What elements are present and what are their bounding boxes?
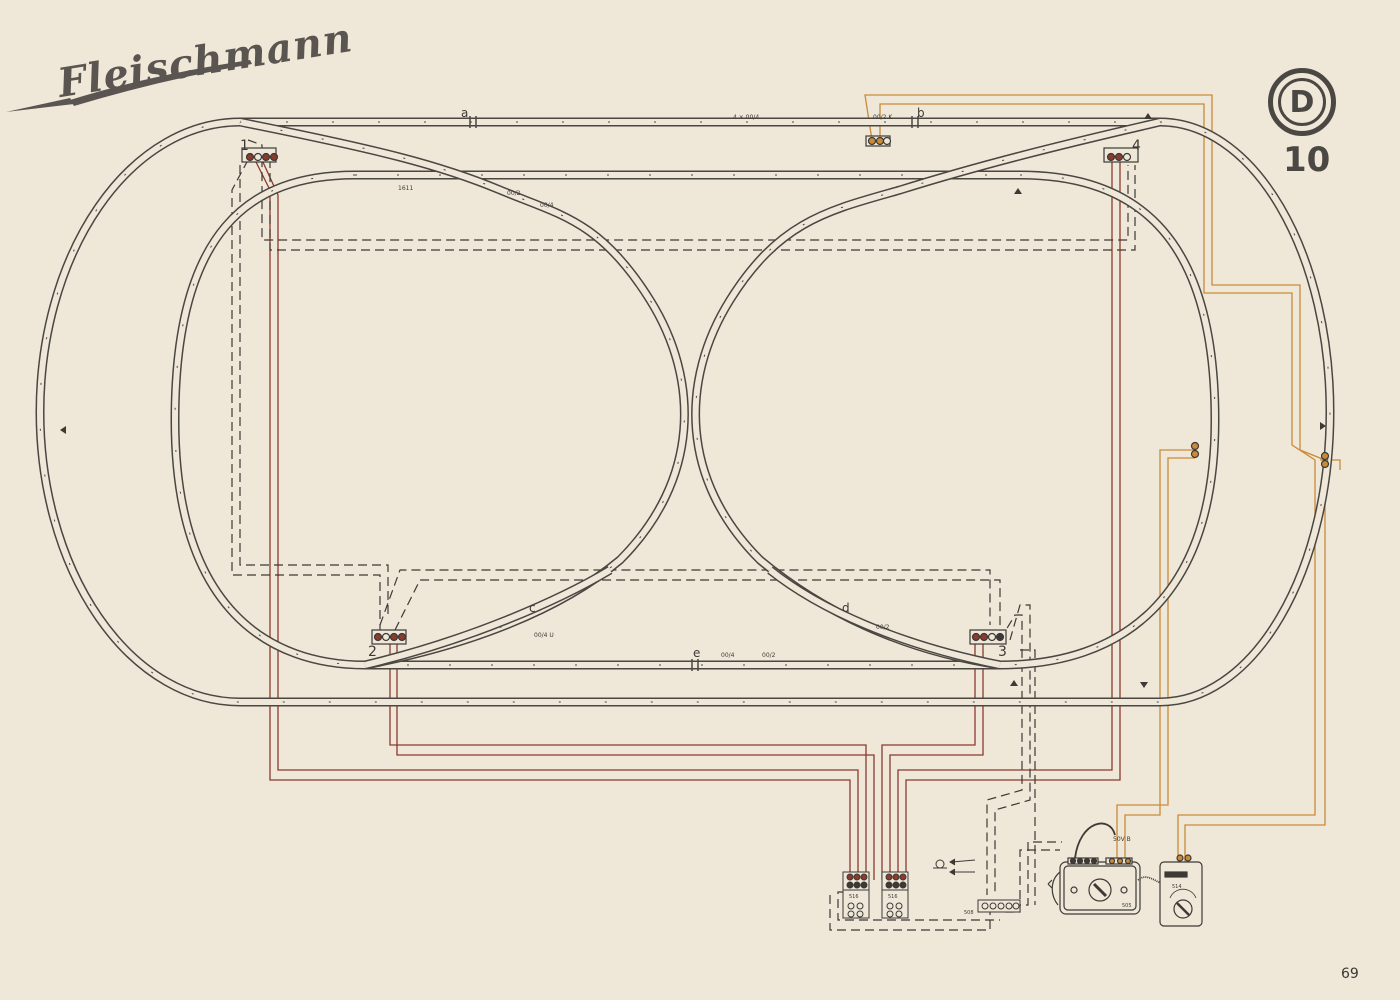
brand-swoosh-icon — [6, 60, 252, 112]
wiring-brown — [254, 159, 1121, 880]
outer-loop-track — [35, 117, 1335, 707]
left-figure-eight-loop — [170, 117, 689, 670]
turnout-1-connector — [241, 147, 279, 163]
transformer-code: 505 — [1122, 903, 1132, 909]
arrow-left-icon — [60, 426, 66, 434]
arrow-top-right-icon — [1144, 113, 1152, 119]
transformer-output-label: 50V B — [1113, 836, 1131, 843]
arrow-bottom-inner-icon — [1010, 680, 1018, 686]
distribution-strip: 508 — [964, 899, 1021, 916]
turnout-label-3: 3 — [998, 644, 1007, 660]
diagram-labels: a b c d e 1 2 3 4 4 × 00/4 00/2 K 1611 0… — [240, 106, 1141, 660]
track-code-d-002: 00/2 — [876, 624, 890, 631]
section-label-b: b — [917, 106, 925, 120]
wiring-orange — [864, 94, 1341, 862]
page-number: 69 — [1341, 966, 1359, 982]
control-panel-area: 516 516 — [842, 822, 1203, 927]
turnout-4-connector — [1103, 147, 1139, 163]
speed-controller: 514 — [1159, 854, 1203, 927]
switch-box-left: 516 — [842, 871, 870, 919]
arrow-inner-top-icon — [1014, 188, 1022, 194]
speed-controller-code: 514 — [1172, 884, 1182, 890]
section-label-a: a — [461, 106, 468, 120]
turnout-label-4: 4 — [1132, 138, 1141, 154]
arrow-bottom-right-icon — [1140, 682, 1148, 688]
turnout-2-connector — [371, 629, 407, 645]
switch-box-right: 516 — [881, 871, 909, 919]
track-code-c-004u: 00/4 U — [534, 632, 554, 639]
lamp-icon — [933, 858, 976, 876]
turnout-3-connector — [969, 629, 1007, 645]
track-code-diag-002: 00/2 — [507, 190, 521, 197]
section-label-c: c — [529, 601, 536, 615]
track-code-bottom-004: 00/4 — [721, 652, 735, 659]
feeder-top-connector — [865, 135, 892, 147]
track-code-diag-004: 00/4 — [540, 202, 554, 209]
track-layout — [35, 113, 1335, 707]
insulation-gaps — [469, 116, 919, 671]
turnout-label-1: 1 — [240, 138, 249, 154]
switch-box-right-code: 516 — [888, 894, 898, 900]
switch-box-left-code: 516 — [849, 894, 859, 900]
track-code-bottom-002: 00/2 — [762, 652, 776, 659]
section-label-d: d — [842, 601, 850, 615]
direction-arrows — [60, 113, 1326, 688]
turnout-label-2: 2 — [368, 644, 377, 660]
plan-badge: D — [1268, 68, 1336, 136]
track-code-top-main: 4 × 00/4 — [733, 114, 759, 121]
track-code-top-k: 00/2 K — [873, 114, 893, 121]
section-label-e: e — [693, 646, 700, 660]
plan-letter: D — [1278, 78, 1326, 126]
crossover-track — [363, 566, 1001, 670]
turnout-connectors — [241, 135, 1330, 645]
transformer: 50V B 505 — [1047, 822, 1169, 915]
track-code-1611: 1611 — [398, 185, 413, 192]
distribution-strip-code: 508 — [964, 910, 974, 916]
feeder-right-outer-connector — [1320, 451, 1330, 469]
wiring-dashed — [231, 139, 1136, 931]
right-figure-eight-loop — [691, 117, 1220, 670]
arrow-right-icon — [1320, 422, 1326, 430]
feeder-right-inner-connector — [1190, 441, 1200, 459]
plan-number: 10 — [1283, 140, 1331, 180]
